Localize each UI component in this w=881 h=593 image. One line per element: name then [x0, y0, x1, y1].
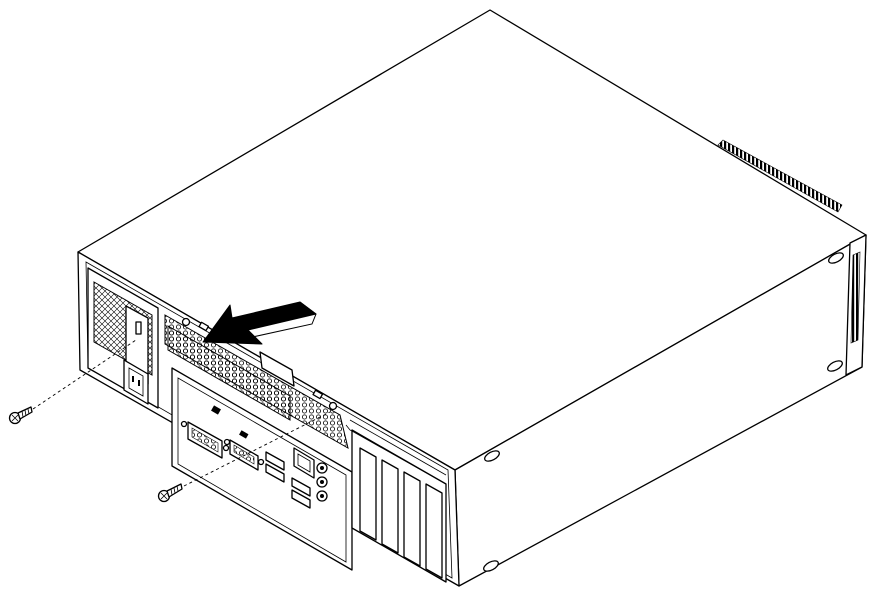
power-supply	[87, 267, 159, 409]
foot-clip	[483, 252, 844, 572]
screw-icon	[8, 406, 33, 425]
voltage-switch	[135, 321, 142, 335]
top-vent	[717, 139, 843, 213]
screw-hole	[181, 317, 191, 327]
bezel-vent	[850, 251, 861, 344]
vga-port-icon	[223, 430, 265, 471]
chassis	[77, 9, 867, 587]
dvi-port-icon	[180, 405, 230, 459]
cover-latch	[259, 351, 295, 387]
io-panel	[171, 367, 353, 571]
audio-jack-icon	[316, 462, 328, 502]
screw-icon	[157, 483, 183, 503]
screw-hole	[328, 401, 338, 411]
usb-port-icon	[265, 451, 311, 509]
expansion-slots	[345, 419, 447, 583]
power-socket-icon	[123, 359, 149, 405]
rear-vent-lower	[164, 314, 349, 450]
direction-arrow-icon	[202, 301, 317, 345]
ethernet-port-icon	[293, 447, 315, 479]
